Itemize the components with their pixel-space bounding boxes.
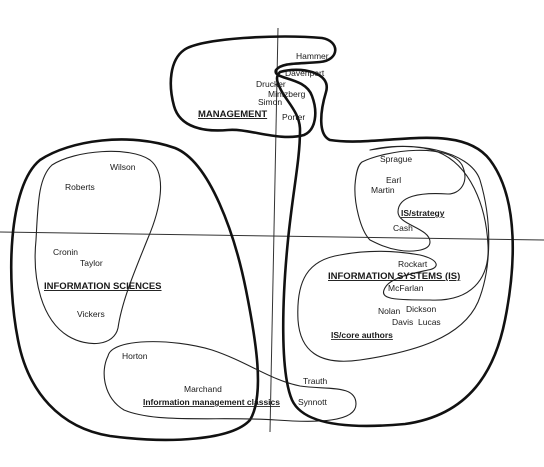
author-simon: Simon	[258, 97, 282, 107]
author-nolan: Nolan	[378, 306, 400, 316]
author-vickers: Vickers	[77, 309, 105, 319]
information-systems-label: INFORMATION SYSTEMS (IS)	[328, 271, 460, 282]
is-core-authors-label: IS/core authors	[331, 330, 393, 340]
information-sciences-boundary	[9, 138, 260, 442]
author-trauth: Trauth	[303, 376, 328, 386]
author-rockart: Rockart	[398, 259, 428, 269]
information-management-classics-boundary	[103, 341, 357, 422]
information-management-classics-label: Information management classics	[143, 397, 280, 407]
author-cronin: Cronin	[53, 247, 78, 257]
author-sprague: Sprague	[380, 154, 412, 164]
author-mcfarlan: McFarlan	[388, 283, 424, 293]
is-strategy-label: IS/strategy	[401, 208, 445, 218]
author-davis: Davis	[392, 317, 413, 327]
management-boundary	[169, 35, 337, 139]
author-synnott: Synnott	[298, 397, 327, 407]
author-roberts: Roberts	[65, 182, 95, 192]
author-marchand: Marchand	[184, 384, 222, 394]
author-mintzberg: Mintzberg	[268, 89, 306, 99]
author-horton: Horton	[122, 351, 148, 361]
author-earl: Earl	[386, 175, 401, 185]
author-cash: Cash	[393, 223, 413, 233]
information-systems-boundary	[275, 68, 515, 428]
author-lucas: Lucas	[418, 317, 441, 327]
author-porter: Porter	[282, 112, 305, 122]
author-dickson: Dickson	[406, 304, 437, 314]
management-label: MANAGEMENT	[198, 109, 267, 120]
information-sciences-core-boundary	[34, 150, 162, 345]
horizontal-axis	[0, 231, 544, 241]
author-martin: Martin	[371, 185, 395, 195]
is-core-boundary	[297, 145, 490, 362]
author-drucker: Drucker	[256, 79, 286, 89]
information-sciences-label: INFORMATION SCIENCES	[44, 281, 162, 292]
is-strategy-boundary	[354, 149, 466, 252]
author-hammer: Hammer	[296, 51, 329, 61]
vertical-axis	[269, 27, 279, 433]
author-taylor: Taylor	[80, 258, 103, 268]
author-davenport: Davenport	[285, 68, 325, 78]
author-wilson: Wilson	[110, 162, 136, 172]
